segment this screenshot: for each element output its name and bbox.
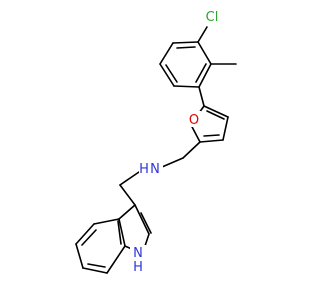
molecule-canvas: Cl O H N N H [75, 8, 237, 275]
indole-pyrrole-ring [118, 204, 152, 253]
bond-furan-methylene [182, 141, 201, 159]
bond-phenyl-furan [198, 86, 205, 107]
structure-drawing: Cl O H N N H [75, 8, 237, 275]
oxygen-label: O [189, 113, 199, 128]
indole-nitrogen-atom: N H [130, 245, 146, 275]
amine-nitrogen-atom: H N [139, 160, 163, 178]
chloro-methyl-phenyl-ring [159, 41, 212, 88]
furan-oxygen-atom: O [187, 111, 201, 128]
oxygen-label-background [187, 111, 201, 127]
indole-benzene-ring [75, 218, 126, 274]
amine-hydrogen-label: H [139, 162, 149, 177]
indole-nitrogen-label: N [133, 246, 143, 261]
chlorine-atom: Cl [201, 8, 223, 26]
amine-nitrogen-label: N [150, 162, 160, 177]
indole-nitrogen-label-background [130, 245, 146, 273]
bond-ring-chlorine [197, 26, 208, 43]
indole-hydrogen-label: H [133, 260, 143, 275]
chlorine-label-background [201, 8, 223, 26]
amine-label-background [139, 160, 163, 178]
bond-ethyl-chain [119, 184, 136, 206]
bond-amine-ethyl [119, 171, 140, 186]
chlorine-label: Cl [206, 10, 219, 25]
